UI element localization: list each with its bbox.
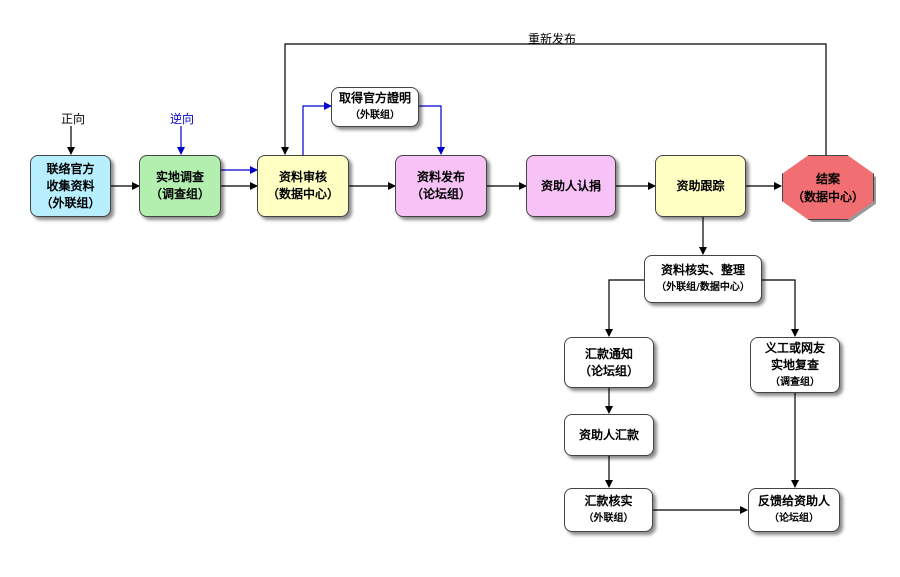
node-volunteer-recheck-line3: （调查组） <box>770 376 820 388</box>
node-close-line2: （数据中心） <box>791 189 864 204</box>
node-official-proof-line1: 取得官方證明 <box>338 91 411 105</box>
node-feedback: 反馈给资助人 （论坛组） <box>748 488 840 532</box>
node-tracking-line1: 资助跟踪 <box>676 178 725 193</box>
node-collect-line2: 收集资料 <box>46 178 95 193</box>
node-collect: 联络官方 收集资料 （外联组） <box>30 155 111 217</box>
node-survey-line2: （调查组） <box>149 187 210 201</box>
node-publish-line2: （论坛组） <box>410 187 471 201</box>
node-feedback-line2: （论坛组） <box>769 513 819 524</box>
node-volunteer-recheck: 义工或网友 实地复查 （调查组） <box>750 337 840 393</box>
node-collect-line3: （外联组） <box>40 195 101 210</box>
label-reverse: 逆向 <box>170 112 195 126</box>
node-publish: 资料发布 （论坛组） <box>395 155 487 217</box>
node-remit-notice-line1: 汇款通知 <box>584 346 633 361</box>
label-republish: 重新发布 <box>528 32 577 46</box>
arrow-review-to-official-proof <box>302 102 332 155</box>
node-feedback-line1: 反馈给资助人 <box>757 494 830 508</box>
node-sponsor-remit-line1: 资助人汇款 <box>578 427 639 442</box>
node-verify-line2: （外联组/数据中心） <box>656 282 750 293</box>
node-survey: 实地调查 （调查组） <box>139 155 221 217</box>
node-review-line2: （数据中心） <box>266 187 339 201</box>
node-verify-line1: 资料核实、整理 <box>660 263 745 277</box>
node-sponsor-claim-line1: 资助人认捐 <box>540 178 601 193</box>
node-volunteer-recheck-line1: 义工或网友 <box>764 340 825 355</box>
node-remit-verify: 汇款核实 （外联组） <box>564 488 653 532</box>
node-sponsor-claim: 资助人认捐 <box>526 155 616 217</box>
node-close-line1: 结案 <box>815 171 840 186</box>
node-sponsor-remit: 资助人汇款 <box>564 414 654 456</box>
node-remit-notice-line2: （论坛组） <box>578 363 639 378</box>
arrow-verify-to-remit-notice <box>605 279 644 337</box>
node-tracking: 资助跟踪 <box>655 155 746 217</box>
node-official-proof: 取得官方證明 （外联组） <box>331 87 419 127</box>
node-official-proof-line2: （外联组） <box>350 110 400 121</box>
node-review-line1: 资料审核 <box>278 170 327 184</box>
node-review: 资料审核 （数据中心） <box>257 155 349 217</box>
arrow-verify-to-recheck <box>762 279 799 337</box>
arrow-official-proof-to-publish <box>419 105 445 155</box>
node-remit-verify-line2: （外联组） <box>583 513 634 524</box>
label-forward: 正向 <box>61 112 86 126</box>
node-remit-verify-line1: 汇款核实 <box>584 494 633 508</box>
node-close: 结案 （数据中心） <box>782 155 874 220</box>
node-collect-line1: 联络官方 <box>46 161 95 176</box>
node-remit-notice: 汇款通知 （论坛组） <box>564 337 654 388</box>
node-publish-line1: 资料发布 <box>416 170 465 184</box>
node-survey-line1: 实地调查 <box>155 170 204 184</box>
arrow-republish-loop <box>281 43 827 155</box>
node-volunteer-recheck-line2: 实地复查 <box>770 357 819 372</box>
node-verify: 资料核实、整理 （外联组/数据中心） <box>644 255 762 303</box>
